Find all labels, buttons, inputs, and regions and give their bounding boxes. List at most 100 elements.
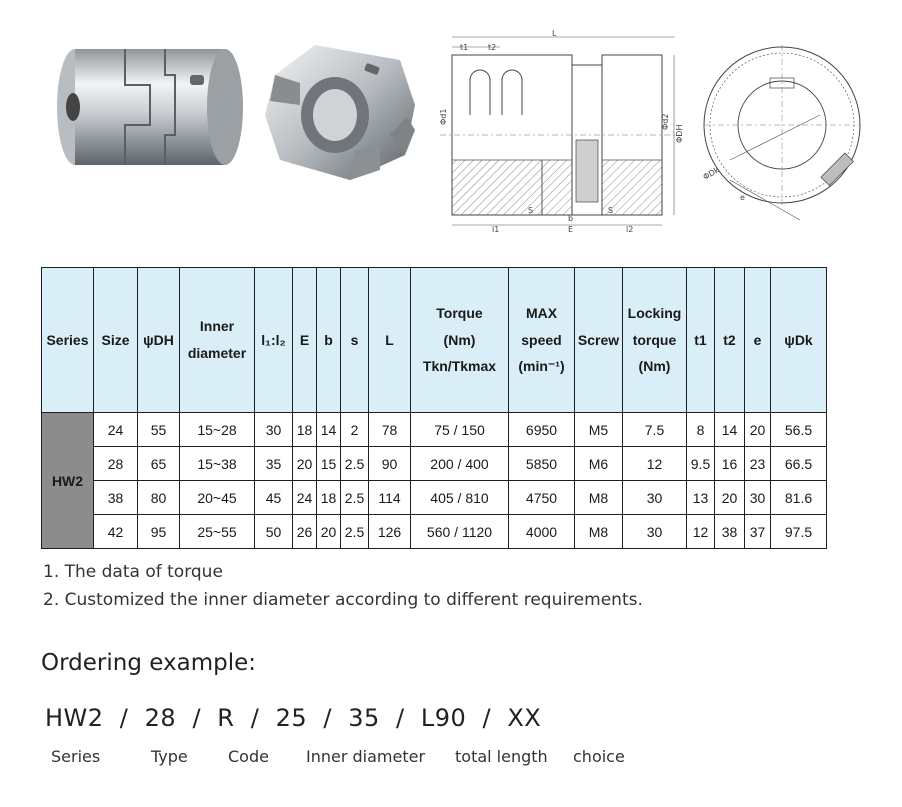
table-cell: 50 xyxy=(254,514,293,549)
table-cell: 114 xyxy=(368,480,411,515)
table-cell: 20 xyxy=(292,446,317,481)
table-cell: 14 xyxy=(316,412,341,447)
ordering-label-inner-diameter: Inner diameter xyxy=(306,747,426,766)
series-cell: HW2 xyxy=(41,412,94,549)
dim-l1-label: l1 xyxy=(492,225,499,234)
spec-table: Series Size ψDH Inner diameter l₁:l₂ E b… xyxy=(41,267,827,549)
dim-d2-label: Φd2 xyxy=(661,114,670,130)
header-b: b xyxy=(316,267,341,413)
table-cell: 65 xyxy=(137,446,180,481)
dim-t2-label: t2 xyxy=(488,43,496,52)
table-cell: 97.5 xyxy=(770,514,827,549)
table-cell: 38 xyxy=(714,514,745,549)
table-cell: 560 / 1120 xyxy=(410,514,509,549)
table-cell: 55 xyxy=(137,412,180,447)
dim-l2-label: l2 xyxy=(626,225,633,234)
table-cell: 45 xyxy=(254,480,293,515)
table-cell: 30 xyxy=(744,480,771,515)
header-speed-line2: speed xyxy=(521,331,562,348)
dim-DH-label: ΦDH xyxy=(675,125,684,143)
header-locking-line1: Locking xyxy=(627,305,682,322)
table-cell: 18 xyxy=(292,412,317,447)
table-cell: 13 xyxy=(686,480,715,515)
table-cell: 30 xyxy=(622,514,687,549)
table-cell: 42 xyxy=(93,514,138,549)
table-cell: 26 xyxy=(292,514,317,549)
ordering-title: Ordering example: xyxy=(41,650,256,676)
table-cell: 2 xyxy=(340,412,369,447)
table-cell: 24 xyxy=(93,412,138,447)
table-cell: 4000 xyxy=(508,514,575,549)
header-e2: e xyxy=(744,267,771,413)
table-cell: 200 / 400 xyxy=(410,446,509,481)
table-cell: 80 xyxy=(137,480,180,515)
dim-d1-label: Φd1 xyxy=(439,109,448,125)
table-cell: 90 xyxy=(368,446,411,481)
header-speed-line3: (min⁻¹) xyxy=(518,358,565,375)
table-header-row: Series Size ψDH Inner diameter l₁:l₂ E b… xyxy=(41,267,827,413)
table-cell: 35 xyxy=(254,446,293,481)
header-series: Series xyxy=(41,267,94,413)
header-torque: Torque (Nm) Tkn/Tkmax xyxy=(410,267,509,413)
notes-list: 1. The data of torque 2. Customized the … xyxy=(43,558,643,614)
table-cell: 2.5 xyxy=(340,514,369,549)
table-cell: 15~38 xyxy=(179,446,255,481)
header-torque-line2: (Nm) xyxy=(443,331,476,348)
header-inner-line2: diameter xyxy=(187,345,247,361)
header-s: s xyxy=(340,267,369,413)
table-cell: 14 xyxy=(714,412,745,447)
table-cell: 23 xyxy=(744,446,771,481)
table-cell: M6 xyxy=(574,446,623,481)
table-cell: 15 xyxy=(316,446,341,481)
table-cell: 37 xyxy=(744,514,771,549)
ordering-label-total-length: total length xyxy=(455,747,548,766)
coupling-assembled-photo xyxy=(57,49,243,165)
dim-E-label: E xyxy=(568,225,573,234)
table-cell: 81.6 xyxy=(770,480,827,515)
table-cell: 2.5 xyxy=(340,480,369,515)
table-cell: 15~28 xyxy=(179,412,255,447)
dim-Dk-label: ΦDk xyxy=(702,165,722,182)
table-cell: M5 xyxy=(574,412,623,447)
ordering-label-code: Code xyxy=(228,747,269,766)
ordering-label-choice: choice xyxy=(573,747,625,766)
dim-t1-label: t1 xyxy=(460,43,468,52)
table-cell: 20 xyxy=(714,480,745,515)
note-item: 1. The data of torque xyxy=(43,562,223,582)
table-cell: 78 xyxy=(368,412,411,447)
table-cell: 16 xyxy=(714,446,745,481)
header-screw: Screw xyxy=(574,267,623,413)
header-locking-line2: torque xyxy=(632,331,677,348)
dim-b-label: b xyxy=(568,214,573,223)
ordering-code: HW2 / 28 / R / 25 / 35 / L90 / XX xyxy=(45,704,542,732)
header-dh: ψDH xyxy=(137,267,180,413)
header-dk: ψDk xyxy=(770,267,827,413)
table-cell: 20~45 xyxy=(179,480,255,515)
table-cell: 8 xyxy=(686,412,715,447)
dim-L-label: L xyxy=(552,29,557,38)
table-cell: 7.5 xyxy=(622,412,687,447)
table-cell: 405 / 810 xyxy=(410,480,509,515)
table-cell: M8 xyxy=(574,514,623,549)
table-cell: 18 xyxy=(316,480,341,515)
header-max-speed: MAX speed (min⁻¹) xyxy=(508,267,575,413)
table-cell: 2.5 xyxy=(340,446,369,481)
note-item: 2. Customized the inner diameter accordi… xyxy=(43,590,643,610)
table-cell: 6950 xyxy=(508,412,575,447)
dim-e-label: e xyxy=(740,193,745,202)
table-cell: 28 xyxy=(93,446,138,481)
table-cell: 126 xyxy=(368,514,411,549)
table-cell: 12 xyxy=(622,446,687,481)
header-speed-line1: MAX xyxy=(525,305,558,322)
table-cell: 75 / 150 xyxy=(410,412,509,447)
dim-S-left-label: S xyxy=(528,206,533,215)
header-t2: t2 xyxy=(714,267,745,413)
coupling-hub-photo xyxy=(265,45,415,180)
table-cell: 95 xyxy=(137,514,180,549)
coupling-end-view-drawing: ΦDk e xyxy=(702,45,861,221)
header-torque-line1: Torque xyxy=(436,305,483,322)
